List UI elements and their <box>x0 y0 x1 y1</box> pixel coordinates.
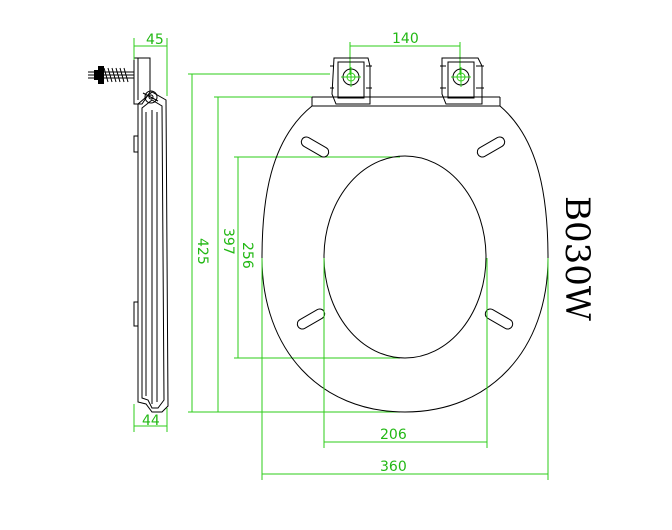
dim-opening-length: 256 <box>239 242 255 269</box>
model-label: B030W <box>557 196 597 321</box>
dim-overall-length: 425 <box>194 238 210 265</box>
dim-side-depth-bottom: 44 <box>142 413 160 429</box>
dim-side-depth-top: 45 <box>146 32 164 48</box>
seat-opening <box>323 155 487 359</box>
top-view: 140 <box>261 31 549 480</box>
left-hinge <box>330 57 372 105</box>
hinge-nut <box>98 66 104 84</box>
seat-outline <box>261 105 549 413</box>
side-seat-body <box>137 91 169 413</box>
dim-opening-width: 206 <box>380 427 407 443</box>
vertical-dimensions: 425 397 256 <box>188 73 400 413</box>
hinge-bolt <box>88 66 134 84</box>
bumpers <box>296 136 514 330</box>
right-hinge <box>440 57 484 105</box>
dim-hinge-spacing: 140 <box>392 31 419 47</box>
dim-seat-length: 397 <box>220 228 236 255</box>
dim-overall-width: 360 <box>380 459 407 475</box>
side-view: 45 44 <box>88 32 169 432</box>
side-hinge-pivot <box>144 90 158 104</box>
